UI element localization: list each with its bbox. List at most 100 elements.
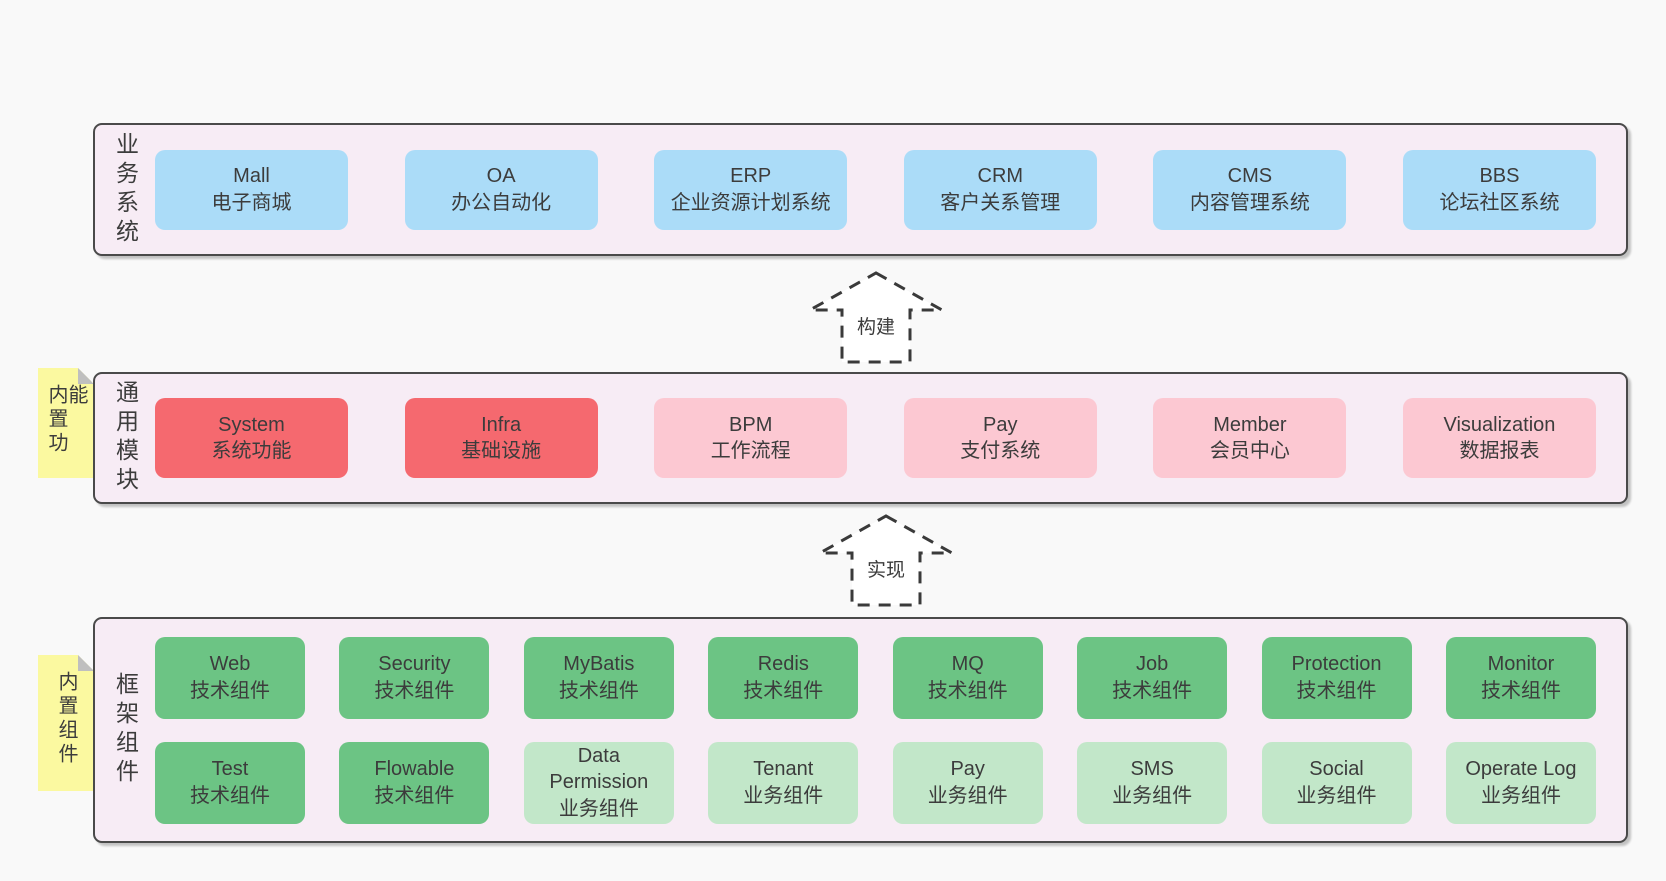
box-social: Social 业务组件 [1261,741,1412,824]
box-subtitle: 办公自动化 [451,191,552,214]
box-pay-business: Pay 业务组件 [892,741,1043,824]
box-subtitle: 技术组件 [190,679,270,702]
box-sms: SMS 业务组件 [1077,741,1228,824]
box-flowable: Flowable 技术组件 [339,741,490,824]
box-subtitle: 论坛社区系统 [1439,191,1560,214]
box-title: Infra [481,413,522,436]
box-subtitle: 基础设施 [461,440,542,462]
box-title: MQ [951,653,984,676]
box-visualization: Visualization 数据报表 [1402,398,1596,478]
box-member: Member 会员中心 [1153,398,1347,478]
box-infra: Infra 基础设施 [404,398,598,478]
box-title: SMS [1130,758,1174,781]
box-title: Visualization [1443,413,1556,436]
box-subtitle: 客户关系管理 [940,191,1061,214]
box-title: System [218,413,285,436]
box-title: Test [211,758,249,781]
sticky-note-text: 内置功能 [45,384,87,456]
box-subtitle: 业务组件 [1296,784,1377,807]
panel-label-text: 框架组件 [112,672,139,788]
box-title: BBS [1479,165,1520,188]
box-subtitle: 技术组件 [927,679,1008,702]
up-arrow-build: 构建 [806,270,946,365]
box-subtitle: 技术组件 [374,679,455,702]
box-title: Pay [950,758,985,781]
box-title: Operate Log [1465,758,1577,781]
box-pay: Pay 支付系统 [903,398,1097,478]
box-title: ERP [730,165,772,188]
box-subtitle: 内容管理系统 [1189,191,1310,214]
box-subtitle: 支付系统 [960,440,1041,462]
up-arrow-implement: 实现 [816,513,956,608]
box-title: OA [486,165,516,188]
panel-label-text: 通用模块 [112,380,139,496]
box-data-permission: Data Permission 业务组件 [523,741,674,824]
box-row: Mall 电子商城 OA 办公自动化 ERP 企业资源计划系统 CRM 客户关系… [155,149,1596,230]
box-subtitle: 技术组件 [743,679,824,702]
box-bpm: BPM 工作流程 [654,398,848,478]
box-title: Social [1309,758,1364,781]
box-test: Test 技术组件 [155,741,305,824]
panel-label: 通用模块 [95,374,155,502]
box-subtitle: 业务组件 [743,784,824,807]
box-title: Member [1213,413,1287,436]
panel-label-text: 业务系统 [112,131,139,248]
box-security: Security 技术组件 [339,636,490,719]
box-job: Job 技术组件 [1077,636,1228,719]
box-title: Protection [1291,653,1382,676]
box-title: Redis [757,653,809,676]
box-redis: Redis 技术组件 [708,636,859,719]
box-system: System 系统功能 [155,398,348,478]
box-subtitle: 技术组件 [558,679,639,702]
panel-framework-components: 框架组件 Web 技术组件 Security 技术组件 MyBatis 技术组件… [93,617,1628,843]
box-title: Mall [233,165,270,188]
panel-label: 框架组件 [95,619,155,841]
box-web: Web 技术组件 [155,636,305,719]
box-subtitle: 技术组件 [1480,679,1561,702]
panel-label: 业务系统 [95,125,155,254]
box-title: Pay [983,413,1018,436]
box-title: CRM [977,165,1024,188]
box-title: Flowable [374,758,455,781]
box-bbs: BBS 论坛社区系统 [1402,149,1596,230]
box-operate-log: Operate Log 业务组件 [1445,741,1596,824]
box-protection: Protection 技术组件 [1261,636,1412,719]
box-subtitle: 电子商城 [211,191,292,214]
box-title: MyBatis [563,653,635,676]
box-subtitle: 业务组件 [927,784,1008,807]
box-title: Monitor [1487,653,1555,676]
panel-body: System 系统功能 Infra 基础设施 BPM 工作流程 Pay 支付系统… [155,374,1626,502]
sticky-note-text: 内置组件 [55,671,77,767]
box-mybatis: MyBatis 技术组件 [523,636,674,719]
folded-corner-icon [78,368,94,384]
box-row-technical: Web 技术组件 Security 技术组件 MyBatis 技术组件 Redi… [155,636,1596,719]
box-title: Data Permission [549,744,649,794]
sticky-note-built-in-components: 内置组件 [38,655,94,791]
box-subtitle: 业务组件 [1480,784,1561,807]
sticky-note-built-in-functions: 内置功能 [38,368,94,478]
box-subtitle: 数据报表 [1459,440,1540,462]
box-subtitle: 技术组件 [190,784,270,807]
panel-business-systems: 业务系统 Mall 电子商城 OA 办公自动化 ERP 企业资源计划系统 CRM [93,123,1628,256]
box-title: Tenant [753,758,814,781]
box-row-business: Test 技术组件 Flowable 技术组件 Data Permission … [155,741,1596,824]
arrow-label: 实现 [864,555,908,582]
box-title: Web [209,653,251,676]
box-title: CMS [1227,165,1273,188]
box-erp: ERP 企业资源计划系统 [654,149,848,230]
box-title: Security [378,653,451,676]
box-subtitle: 技术组件 [374,784,455,807]
box-oa: OA 办公自动化 [404,149,598,230]
box-subtitle: 系统功能 [211,440,292,462]
box-subtitle: 业务组件 [558,797,639,820]
box-subtitle: 业务组件 [1112,784,1193,807]
box-mq: MQ 技术组件 [892,636,1043,719]
box-tenant: Tenant 业务组件 [708,741,859,824]
box-subtitle: 企业资源计划系统 [670,191,831,214]
panel-body: Mall 电子商城 OA 办公自动化 ERP 企业资源计划系统 CRM 客户关系… [155,125,1626,254]
folded-corner-icon [78,655,94,671]
box-subtitle: 技术组件 [1296,679,1377,702]
box-cms: CMS 内容管理系统 [1153,149,1347,230]
panel-common-modules: 通用模块 System 系统功能 Infra 基础设施 BPM 工作流程 Pay [93,372,1628,504]
